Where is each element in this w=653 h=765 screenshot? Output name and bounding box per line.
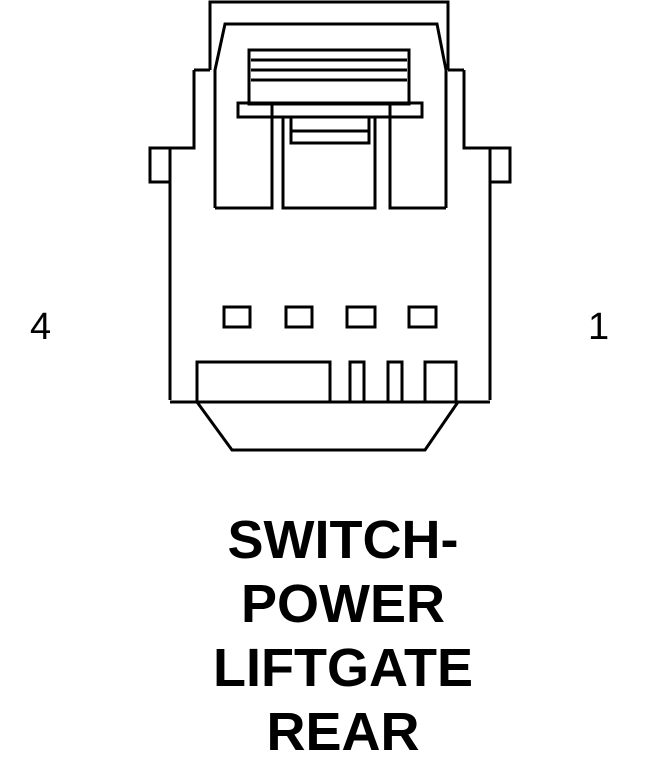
latch-housing xyxy=(208,0,450,210)
narrow-slot-2 xyxy=(386,360,404,404)
cavity-2 xyxy=(345,305,377,329)
polarization-key xyxy=(195,401,460,452)
terminal-cavities xyxy=(222,305,438,329)
wide-slot xyxy=(195,360,332,404)
narrow-slot-1 xyxy=(348,360,366,404)
title-line-2: POWER xyxy=(240,574,445,634)
bottom-slots xyxy=(195,360,458,404)
end-slot xyxy=(423,360,458,404)
connector-title: SWITCH- POWER LIFTGATE REAR xyxy=(0,508,653,764)
title-line-1: SWITCH- xyxy=(227,510,459,570)
title-line-3: LIFTGATE xyxy=(213,638,473,698)
cavity-3 xyxy=(284,305,314,329)
cavity-4 xyxy=(222,305,252,329)
right-tab xyxy=(488,146,512,184)
pin-number-right: 1 xyxy=(588,306,610,348)
title-line-4: REAR xyxy=(266,702,420,762)
pin-number-left: 4 xyxy=(30,306,52,348)
left-tab xyxy=(148,146,172,184)
cavity-1 xyxy=(407,305,438,329)
